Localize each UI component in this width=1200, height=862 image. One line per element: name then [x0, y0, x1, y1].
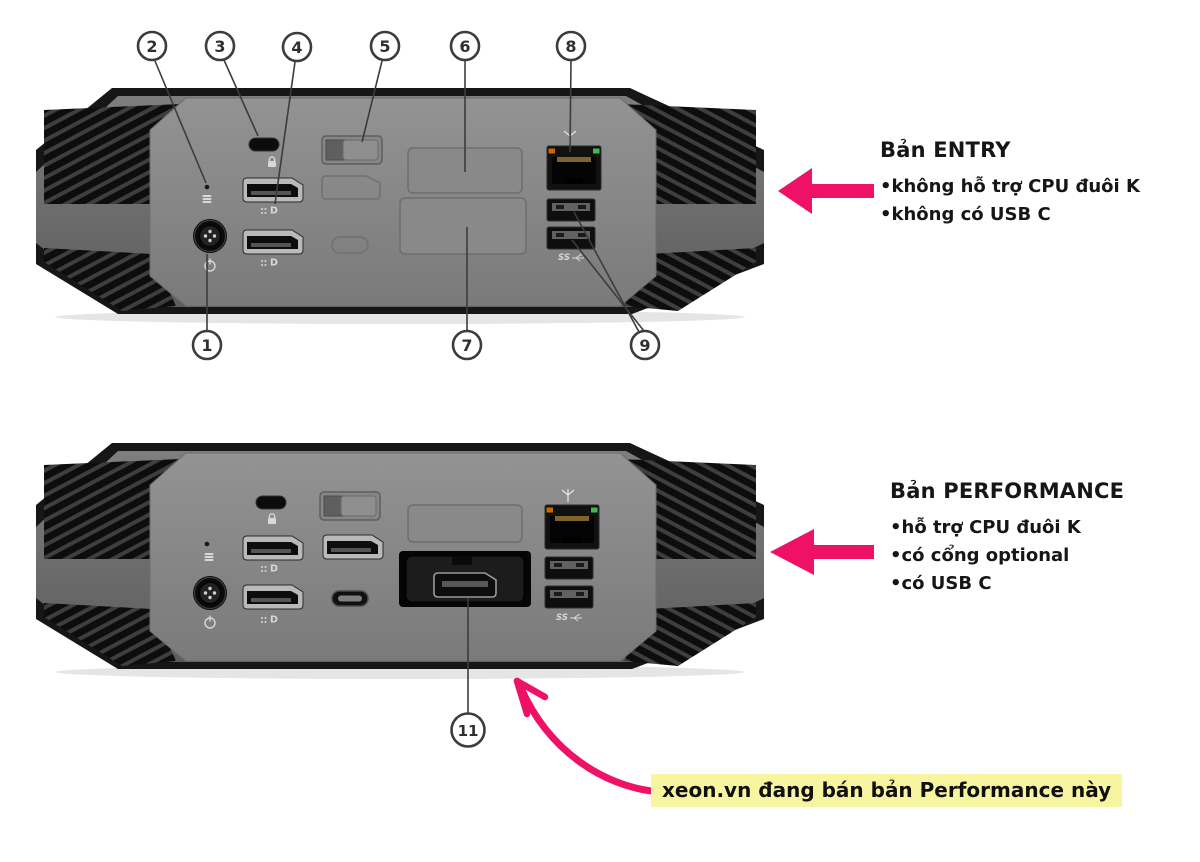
- svg-text:6: 6: [459, 37, 470, 56]
- callout-7: 7: [451, 329, 483, 361]
- svg-text:4: 4: [291, 38, 302, 57]
- svg-text:8: 8: [565, 37, 576, 56]
- entry-bullet-1: •không hỗ trợ CPU đuôi K: [880, 176, 1140, 197]
- kensington-lock-slot: [255, 495, 287, 510]
- usb-port-2: [544, 585, 594, 609]
- entry-bullet-2: •không có USB C: [880, 204, 1051, 225]
- power-button: [321, 135, 383, 165]
- power-connector: [192, 218, 228, 254]
- performance-bullet-1: •hỗ trợ CPU đuôi K: [890, 517, 1081, 538]
- usb-port-1: [546, 198, 596, 222]
- callout-line-3: [223, 59, 259, 137]
- displayport-1: [242, 535, 304, 561]
- callout-line-4: [274, 61, 296, 205]
- kensington-lock-slot: [248, 137, 280, 152]
- performance-callouts: 11: [450, 598, 486, 748]
- oval-blank-recess: [331, 236, 369, 254]
- callout-8: 8: [555, 30, 587, 62]
- power-button: [319, 491, 381, 521]
- usb-c-port: [331, 590, 369, 607]
- usb-port-1: [544, 556, 594, 580]
- svg-text:9: 9: [639, 336, 650, 355]
- svg-text:3: 3: [214, 37, 225, 56]
- callout-line-8: [569, 60, 572, 153]
- svg-text:5: 5: [379, 37, 390, 56]
- displayport-1: [242, 177, 304, 203]
- callout-6: 6: [449, 30, 481, 62]
- entry-title: Bản ENTRY: [880, 138, 1011, 162]
- footnote-highlight: xeon.vn đang bán bản Performance này: [651, 774, 1123, 807]
- callout-line-5: [361, 60, 383, 143]
- callout-1: 1: [191, 329, 223, 361]
- figure-performance-device: 11: [35, 442, 765, 748]
- displayport-blank-recess: [321, 175, 381, 200]
- hdd-icon: [202, 195, 212, 203]
- performance-bullet-3: •có USB C: [890, 573, 992, 594]
- hdd-icon: [204, 553, 214, 561]
- arrow-entry: [778, 168, 874, 214]
- performance-ports: [192, 488, 600, 629]
- performance-annotation: Bản PERFORMANCE •hỗ trợ CPU đuôi K •có c…: [890, 479, 1124, 598]
- power-connector: [192, 575, 228, 611]
- curved-arrow: [513, 677, 655, 795]
- entry-callout-circles: 2 3 4 5 6 8 1 7: [136, 30, 661, 361]
- svg-text:11: 11: [458, 722, 479, 740]
- callout-line-2: [154, 60, 207, 184]
- displayport-2: [242, 584, 304, 610]
- entry-annotation: Bản ENTRY •không hỗ trợ CPU đuôi K •khôn…: [880, 138, 1140, 229]
- callout-2: 2: [136, 30, 168, 62]
- svg-text:1: 1: [201, 336, 212, 355]
- callout-line-9b: [571, 239, 645, 332]
- performance-bullet-2: •có cổng optional: [890, 545, 1070, 566]
- callout-11: 11: [450, 712, 486, 748]
- ethernet-port: [544, 504, 600, 550]
- callout-3: 3: [204, 30, 236, 62]
- hdd-activity-led: [204, 184, 210, 190]
- performance-title: Bản PERFORMANCE: [890, 479, 1125, 503]
- displayport-2: [242, 229, 304, 255]
- svg-text:2: 2: [146, 37, 157, 56]
- hdd-activity-led: [204, 541, 210, 547]
- svg-text:7: 7: [461, 336, 472, 355]
- callout-9: 9: [629, 329, 661, 361]
- callout-4: 4: [281, 31, 313, 63]
- arrow-performance: [770, 529, 874, 575]
- entry-callouts: [154, 59, 645, 333]
- ethernet-port: [546, 145, 602, 191]
- displayport-3: [322, 534, 384, 560]
- optional-displayport-module: [399, 551, 531, 607]
- blank-plate-lower: [399, 197, 527, 255]
- callout-5: 5: [369, 30, 401, 62]
- figure-entry-device: 2 3 4 5 6 8 1 7: [35, 30, 765, 361]
- blank-plate-upper: [407, 504, 523, 543]
- arrows: [513, 168, 874, 795]
